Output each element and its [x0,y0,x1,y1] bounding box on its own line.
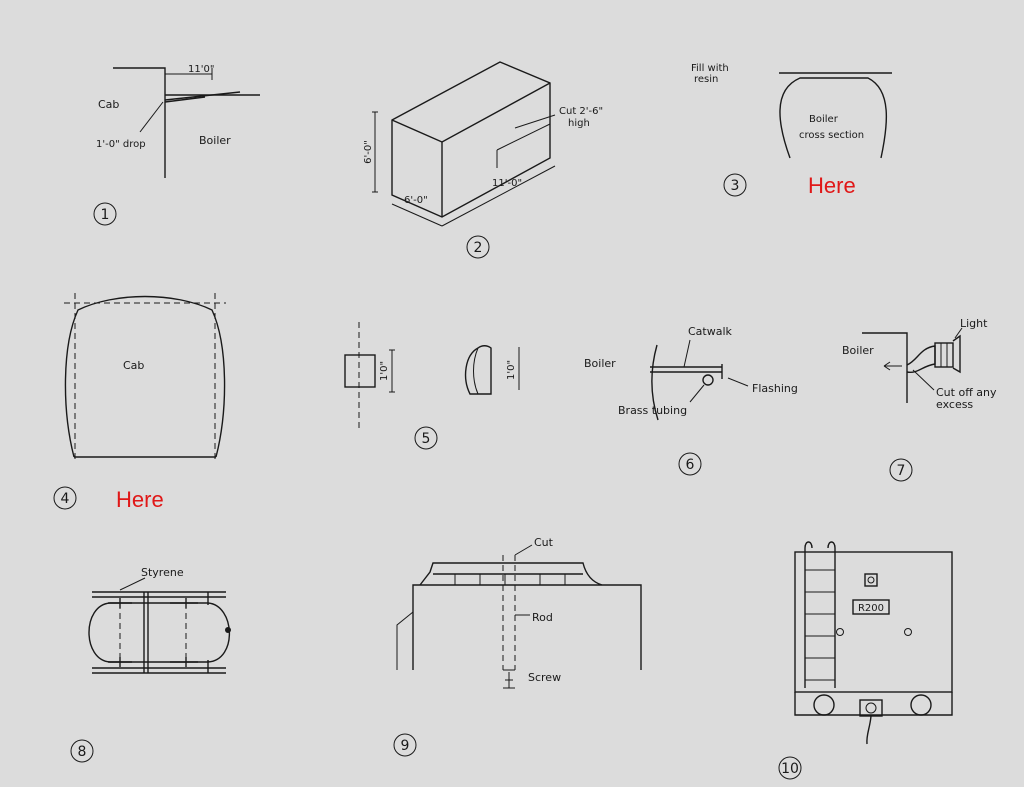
fig3-fill-line2: resin [694,74,718,85]
figure-5: 1'0" 1'0" 5 [344,322,520,450]
fig8-styrene-label: Styrene [141,566,184,579]
fig1-number-circle [93,202,117,226]
figure-9: Cut Rod Screw 9 [393,536,642,757]
fig9-number: 9 [401,738,410,754]
fig3-section-line2: cross section [799,130,864,141]
fig7-cut-line2: excess [936,398,973,411]
figure-8: Styrene 8 [70,566,231,763]
fig7-cut-line1: Cut off any [936,386,997,399]
figure-1: Cab 11'0" 1'-0" drop Boiler 1 [93,64,260,226]
fig5-number: 5 [422,431,431,447]
fig9-cut-label: Cut [534,536,554,549]
fig6-boiler-label: Boiler [584,357,616,370]
figure-6: Catwalk Boiler Flashing Brass tubing 6 [584,325,798,476]
fig2-number-circle [466,235,490,259]
fig3-number-circle [723,173,747,197]
fig7-number: 7 [897,463,906,479]
figure-10: R200 10 [778,541,953,780]
fig6-number: 6 [686,457,695,473]
fig6-number-circle [678,452,702,476]
fig3-fill-line1: Fill with [691,63,729,74]
fig4-cab-label: Cab [123,359,144,372]
fig9-screw-label: Screw [528,671,561,684]
fig3-here-label: Here [808,173,856,198]
fig2-height-dim: 6'-0" [363,140,374,164]
fig4-number-circle [53,486,77,510]
fig9-number-circle [393,733,417,757]
fig2-cut-line1: Cut 2'-6" [559,106,603,117]
fig3-number: 3 [731,178,740,194]
figure-2: 6'-0" 6'-0" 11'-0" Cut 2'-6" high 2 [363,61,603,259]
fig2-cut-line2: high [568,118,590,129]
fig1-boiler-label: Boiler [199,134,231,147]
fig1-cab-label: Cab [98,98,119,111]
fig7-number-circle [889,458,913,482]
fig1-dim-top: 11'0" [188,64,214,75]
fig10-plate-label: R200 [858,603,884,614]
fig5-dim-a: 1'0" [379,361,390,381]
fig6-tubing-label: Brass tubing [618,404,687,417]
fig8-number: 8 [78,744,87,760]
fig1-number: 1 [101,207,110,223]
fig4-number: 4 [61,491,70,507]
figure-3: Fill with resin Boiler cross section 3 H… [691,63,892,198]
fig9-rod-label: Rod [532,611,553,624]
fig6-flashing-label: Flashing [752,382,798,395]
fig7-light-label: Light [960,317,988,330]
fig2-number: 2 [474,240,483,256]
fig5-dim-b: 1'0" [506,360,517,380]
fig4-here-label: Here [116,487,164,512]
fig5-number-circle [414,426,438,450]
fig10-number: 10 [781,761,799,777]
fig2-length-dim: 11'-0" [492,178,522,189]
figure-4: Cab 4 Here [53,293,226,512]
fig10-number-circle [778,756,802,780]
fig3-section-line1: Boiler [809,114,839,125]
fig6-catwalk-label: Catwalk [688,325,733,338]
fig2-width-dim: 6'-0" [404,195,428,206]
fig8-number-circle [70,739,94,763]
fig1-drop-label: 1'-0" drop [96,139,146,150]
figure-7: Light Boiler Cut off any excess 7 [842,317,997,482]
fig7-boiler-label: Boiler [842,344,874,357]
